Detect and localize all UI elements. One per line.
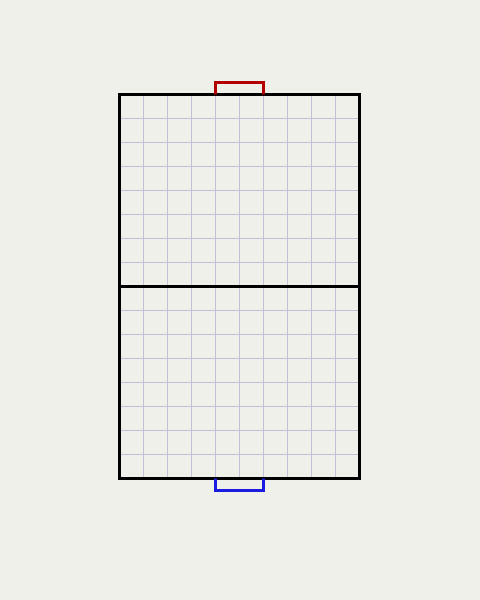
top-goal — [214, 81, 265, 95]
bottom-goal — [214, 478, 265, 492]
board-border — [118, 93, 361, 480]
grid-lines — [119, 94, 360, 479]
